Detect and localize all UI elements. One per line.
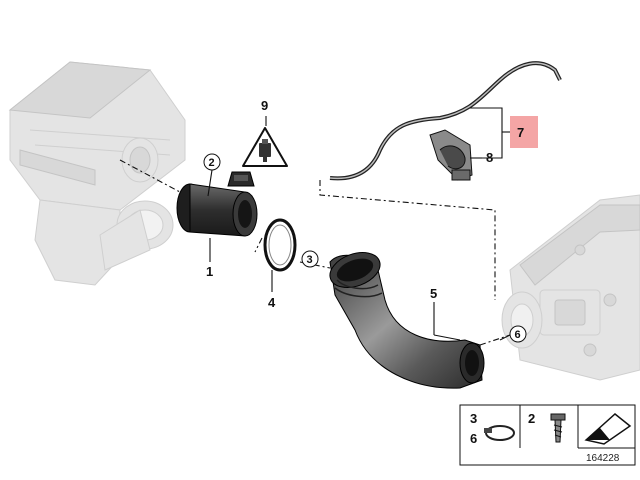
warning-triangle-icon <box>242 127 288 167</box>
callout-5: 5 <box>430 286 437 301</box>
callout-4-label: 4 <box>268 295 276 310</box>
screw-icon <box>550 413 566 443</box>
hose-clamp-icon <box>484 425 515 441</box>
mass-air-flow-sensor <box>176 171 258 237</box>
callout-7-label: 7 <box>517 125 524 140</box>
reference-number: 164228 <box>586 453 620 464</box>
callout-9: 9 <box>261 98 268 113</box>
callout-8-label: 8 <box>486 150 493 165</box>
callout-7: 7 <box>510 116 538 148</box>
callout-6-label: 6 <box>515 329 521 341</box>
legend-label-3: 3 <box>470 411 477 426</box>
legend-label-2: 2 <box>528 411 535 426</box>
intake-manifold <box>501 194 640 381</box>
callout-2: 2 <box>203 153 221 171</box>
callout-1: 1 <box>206 264 213 279</box>
leader-lines <box>207 107 511 341</box>
callout-6: 6 <box>509 325 527 343</box>
air-filter-housing <box>8 61 186 286</box>
callout-7-highlight <box>510 116 538 148</box>
callout-2-label: 2 <box>209 157 215 169</box>
legend-box: 3 6 2 164228 <box>459 404 636 466</box>
callout-1-label: 1 <box>206 264 213 279</box>
callout-8: 8 <box>486 150 493 165</box>
intake-boot-hose <box>329 252 485 389</box>
callout-3-label: 3 <box>307 254 313 266</box>
o-ring-seal <box>263 218 297 272</box>
callout-4: 4 <box>268 295 276 310</box>
callout-5-label: 5 <box>430 286 437 301</box>
legend-label-6: 6 <box>470 431 477 446</box>
callout-9-label: 9 <box>261 98 268 113</box>
hose-clamp-bracket <box>429 129 473 181</box>
callout-3: 3 <box>301 250 319 268</box>
vent-hose <box>329 61 562 181</box>
page-corner-icon <box>584 413 632 445</box>
